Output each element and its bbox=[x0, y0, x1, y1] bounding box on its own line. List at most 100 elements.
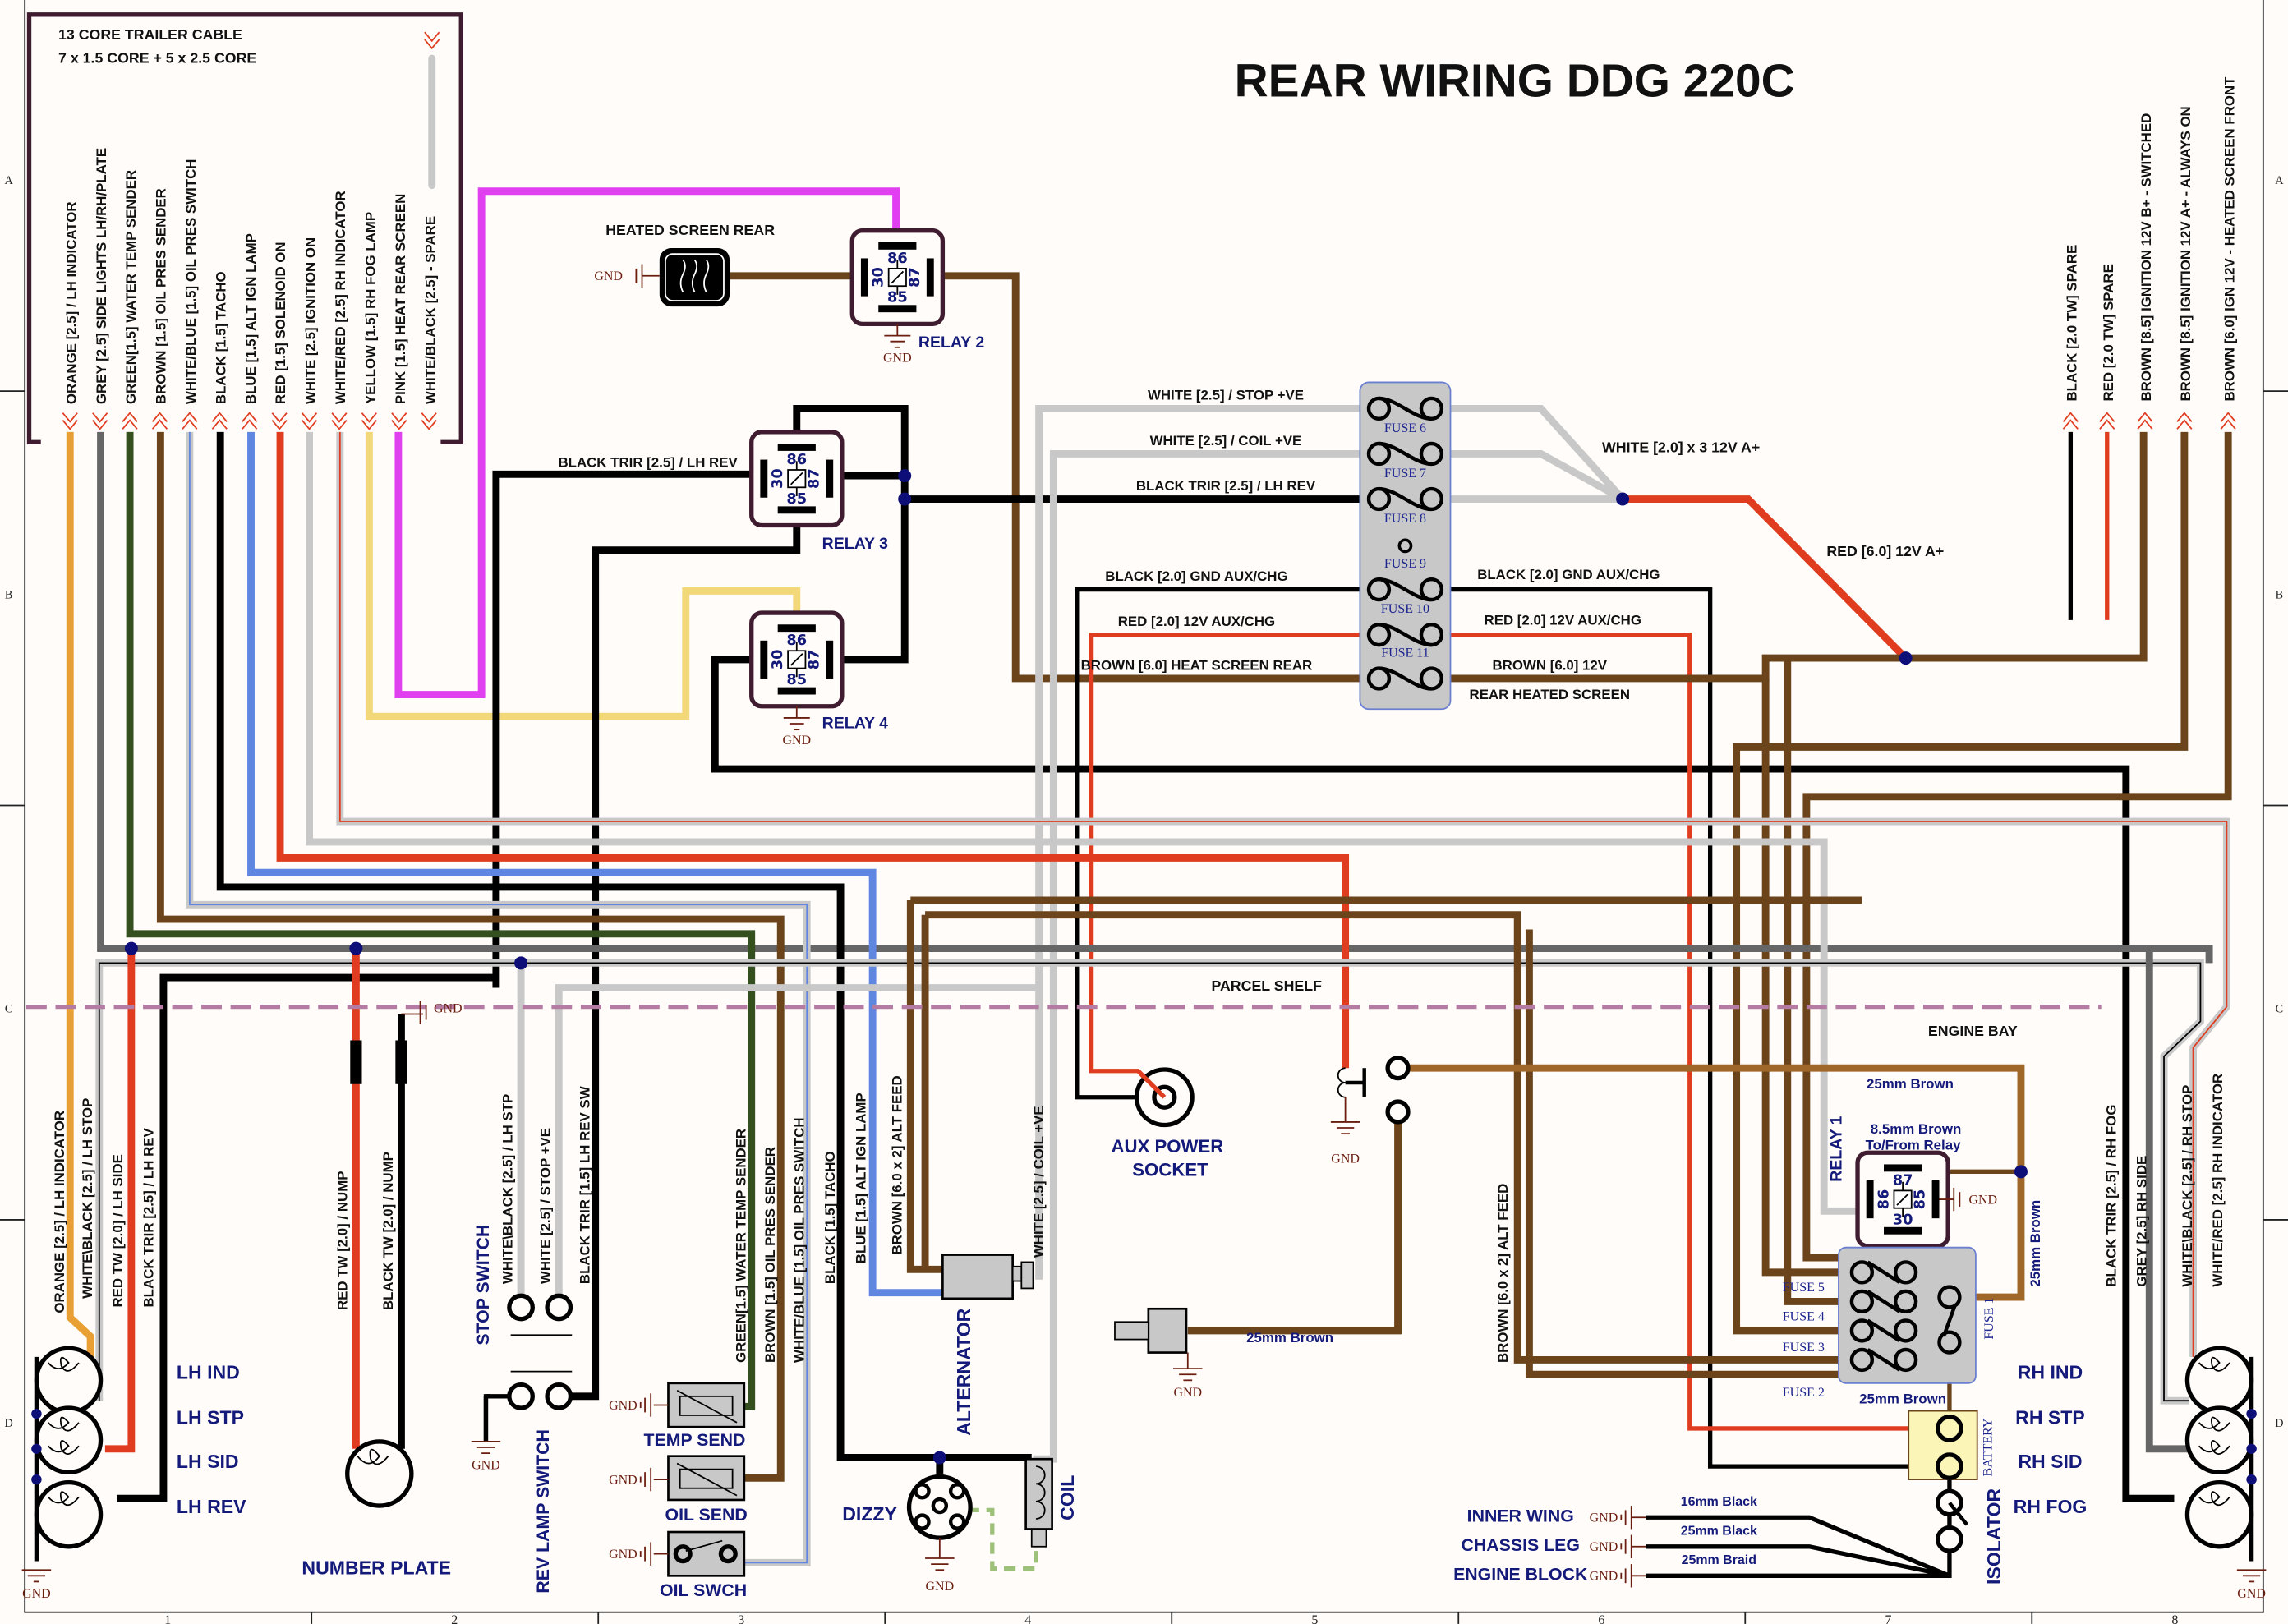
left-lamp-name: LH REV bbox=[177, 1496, 246, 1517]
gnd-label: GND bbox=[883, 352, 912, 366]
relay-note-1: 8.5mm Brown bbox=[1871, 1121, 1962, 1137]
alt-feed-right-label: BROWN [6.0 x 2] ALT FEED bbox=[1495, 1184, 1511, 1363]
wire-black-relay4-30 bbox=[711, 656, 2175, 1502]
wire-white-ign bbox=[306, 431, 1862, 1215]
ruler-row-label: D bbox=[5, 1417, 13, 1430]
stop-switch-wire-3: BLACK TRIR [1.5] LH REV SW bbox=[578, 1086, 593, 1284]
relay-pin-right: 87 bbox=[806, 468, 822, 489]
connector-arrow-icon bbox=[271, 412, 288, 430]
number-plate-label: NUMBER PLATE bbox=[302, 1557, 451, 1579]
relay-pin-bottom: 85 bbox=[786, 672, 807, 688]
wire-black-relay3-86 bbox=[793, 404, 909, 664]
connector-arrow-icon bbox=[2062, 412, 2079, 430]
ground-point-name: INNER WING bbox=[1467, 1507, 1574, 1526]
junction-dot bbox=[31, 1443, 42, 1455]
coil-label: COIL bbox=[1057, 1475, 1078, 1520]
fuse-label: FUSE 7 bbox=[1384, 467, 1426, 481]
right-core-label: RED [2.0 TW] SPARE bbox=[2101, 264, 2116, 401]
stop-switch-wire-2: WHITE [2.5] / STOP +VE bbox=[538, 1128, 554, 1284]
trailer-core: GREEN[1.5] WATER TEMP SENDER bbox=[122, 170, 139, 430]
right-lamp-wire-label: BLACK TRIR [2.5] / RH FOG bbox=[2103, 1105, 2119, 1287]
oil-send-label: OIL SEND bbox=[665, 1505, 748, 1525]
trailer-core: PINK [1.5] HEAT REAR SCREEN bbox=[391, 194, 408, 430]
ruler-column-label: 3 bbox=[738, 1613, 744, 1624]
ruler-row-label: C bbox=[2276, 1003, 2283, 1016]
wire-yellow bbox=[365, 431, 801, 720]
wire-whiteblue-trace bbox=[189, 431, 808, 1564]
trailer-core: WHITE/BLACK [2.5] - SPARE bbox=[421, 216, 438, 430]
connector-arrow-icon bbox=[2176, 412, 2193, 430]
ruler-row-label: D bbox=[2275, 1417, 2283, 1430]
gnd-label: GND bbox=[1590, 1570, 1618, 1584]
ruler-row-label: B bbox=[2276, 588, 2283, 601]
trailer-core: RED [1.5] SOLENOID ON bbox=[271, 242, 288, 430]
wire-green bbox=[126, 431, 756, 1410]
trailer-core-label: WHITE/BLACK [2.5] - SPARE bbox=[422, 216, 438, 404]
right-lamp-wire-label: WHITE/RED [2.5] RH INDICATOR bbox=[2210, 1074, 2226, 1287]
relay-name: RELAY 1 bbox=[1827, 1116, 1845, 1181]
fuse-label: FUSE 11 bbox=[1381, 646, 1429, 660]
fuse-right-label: BLACK [2.0] GND AUX/CHG bbox=[1477, 567, 1660, 582]
oil-sender: OIL SEND bbox=[665, 1455, 748, 1525]
connector-arrow-icon bbox=[331, 412, 348, 430]
connector-arrow-icon bbox=[242, 412, 258, 430]
connector-arrow-icon bbox=[2137, 412, 2153, 430]
ground-cable-label: 25mm Braid bbox=[1682, 1553, 1756, 1567]
fuse-left-label: WHITE [2.5] / COIL +VE bbox=[1150, 433, 1302, 449]
wire-brown-heated-screen bbox=[730, 272, 1378, 683]
left-lamp-name: LH IND bbox=[177, 1362, 240, 1383]
right-core-label: BLACK [2.0 TW] SPARE bbox=[2064, 245, 2079, 402]
aux-power-socket: AUX POWER SOCKET bbox=[1111, 1067, 1223, 1180]
engine-bay: 25mm Brown 8.5mm Brown To/From Relay 25m… bbox=[1783, 1076, 2043, 1585]
nump-red-label: RED TW [2.0] / NUMP bbox=[335, 1171, 351, 1311]
fuse: FUSE 2 bbox=[1783, 1347, 1918, 1400]
left-lamp-name: LH SID bbox=[177, 1451, 239, 1472]
left-lamp-wire-label: BLACK TRIR [2.5] / LH REV bbox=[140, 1128, 156, 1308]
junction-dot bbox=[2246, 1474, 2257, 1485]
oil-switch-label: OIL SWCH bbox=[660, 1580, 747, 1600]
engine-bay-cable-right: 25mm Brown bbox=[2028, 1200, 2043, 1287]
fuse-label: FUSE 10 bbox=[1381, 602, 1429, 616]
right-cable-core: BLACK [2.0 TW] SPARE bbox=[2062, 245, 2079, 620]
wire-black-lhrev bbox=[117, 973, 496, 1502]
trailer-core-label: YELLOW [1.5] RH FOG LAMP bbox=[362, 212, 378, 404]
fuse-label: FUSE 3 bbox=[1783, 1341, 1825, 1355]
number-plate-lamp: GND NUMBER PLATE RED TW [2.0] / NUMP BLA… bbox=[302, 1001, 463, 1579]
junction-dot bbox=[31, 1408, 42, 1419]
wire-black-stop-trace bbox=[98, 962, 2202, 1402]
gnd-label: GND bbox=[594, 269, 623, 283]
trailer-core-label: WHITE/BLUE [1.5] OIL PRES SWITCH bbox=[183, 159, 199, 405]
fuse-label: FUSE 5 bbox=[1783, 1281, 1825, 1295]
wire-brown-oilsend bbox=[156, 431, 785, 1482]
sender-wire-label: BLUE [1.5] ALT IGN LAMP bbox=[853, 1093, 868, 1263]
fuse: FUSE 7 bbox=[1366, 441, 1444, 481]
relay-name: RELAY 2 bbox=[918, 334, 984, 352]
fuse-label: FUSE 2 bbox=[1783, 1386, 1825, 1400]
connector-arrow-icon bbox=[92, 412, 108, 430]
fuse-right-label: REAR HEATED SCREEN bbox=[1470, 687, 1630, 702]
ruler-column-label: 5 bbox=[1311, 1613, 1318, 1624]
ground-cable-label: 16mm Black bbox=[1681, 1495, 1757, 1509]
ruler-column-label: 2 bbox=[451, 1613, 458, 1624]
trailer-core: WHITE/BLUE [1.5] OIL PRES SWITCH bbox=[182, 159, 199, 430]
sender-wire-label: WHITE [2.5] / COIL +VE bbox=[1031, 1106, 1047, 1258]
lamp bbox=[2184, 1405, 2254, 1474]
right-cable-core: BROWN [8.5] IGNITION 12V B+ - SWITCHED bbox=[2137, 113, 2154, 430]
alternator-label: ALTERNATOR bbox=[953, 1308, 974, 1435]
wire-white-fuse-feeds bbox=[1433, 404, 1626, 503]
gnd-label: GND bbox=[1968, 1193, 1997, 1207]
relay-note-2: To/From Relay bbox=[1866, 1138, 1961, 1153]
fuse-1-label: FUSE 1 bbox=[1982, 1298, 1996, 1340]
relay-pin-bottom: 85 bbox=[887, 290, 908, 306]
rev-lamp-switch: GND REV LAMP SWITCH bbox=[471, 1370, 573, 1594]
left-lamp-name: LH STP bbox=[177, 1407, 244, 1428]
nump-black-label: BLACK TW [2.0] / NUMP bbox=[380, 1152, 396, 1310]
trailer-core-label: BROWN [1.5] OIL PRES SENDER bbox=[154, 188, 169, 404]
gnd-label: GND bbox=[782, 734, 811, 748]
trailer-core-label: GREEN[1.5] WATER TEMP SENDER bbox=[123, 170, 139, 404]
